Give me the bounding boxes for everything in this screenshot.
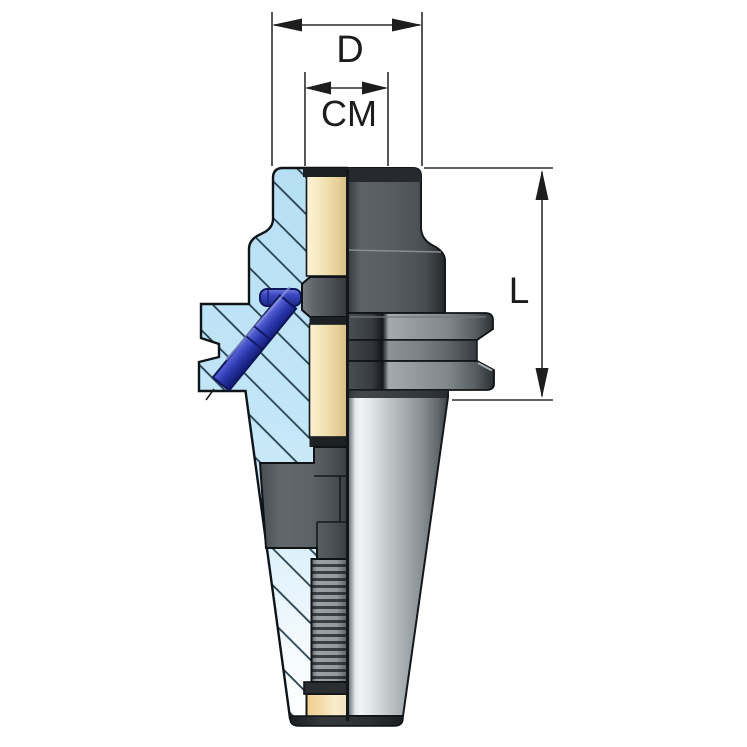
- flange-lower-lip: [346, 360, 495, 391]
- bottom-plug: [305, 693, 348, 718]
- thread-end-cap: [303, 681, 348, 695]
- dimension-d: [271, 12, 423, 166]
- dimension-label-outer-diameter: D: [336, 29, 364, 71]
- screw-tip-line: [205, 388, 215, 401]
- threaded-bore: [310, 558, 348, 683]
- nose-top-cap: [347, 168, 421, 182]
- nose-and-body-exterior: [346, 167, 446, 314]
- collar-ring: [301, 276, 348, 318]
- dimension-l: [424, 167, 553, 401]
- bore-top-edge: [303, 168, 347, 177]
- bore-middle-section: [308, 317, 348, 447]
- internal-cavity: [258, 446, 348, 562]
- flange-upper-lip: [346, 312, 494, 341]
- bore-top-section: [303, 168, 348, 277]
- set-screw: [205, 286, 302, 401]
- flange-exterior: [346, 312, 495, 391]
- taper-shank-exterior: [346, 389, 449, 717]
- dimension-label-length: L: [508, 270, 530, 311]
- taper-top-band: [347, 390, 448, 398]
- dimension-cm: [304, 72, 389, 166]
- dimension-label-bore-taper: CM: [321, 93, 377, 134]
- flange-v-groove: [346, 339, 478, 362]
